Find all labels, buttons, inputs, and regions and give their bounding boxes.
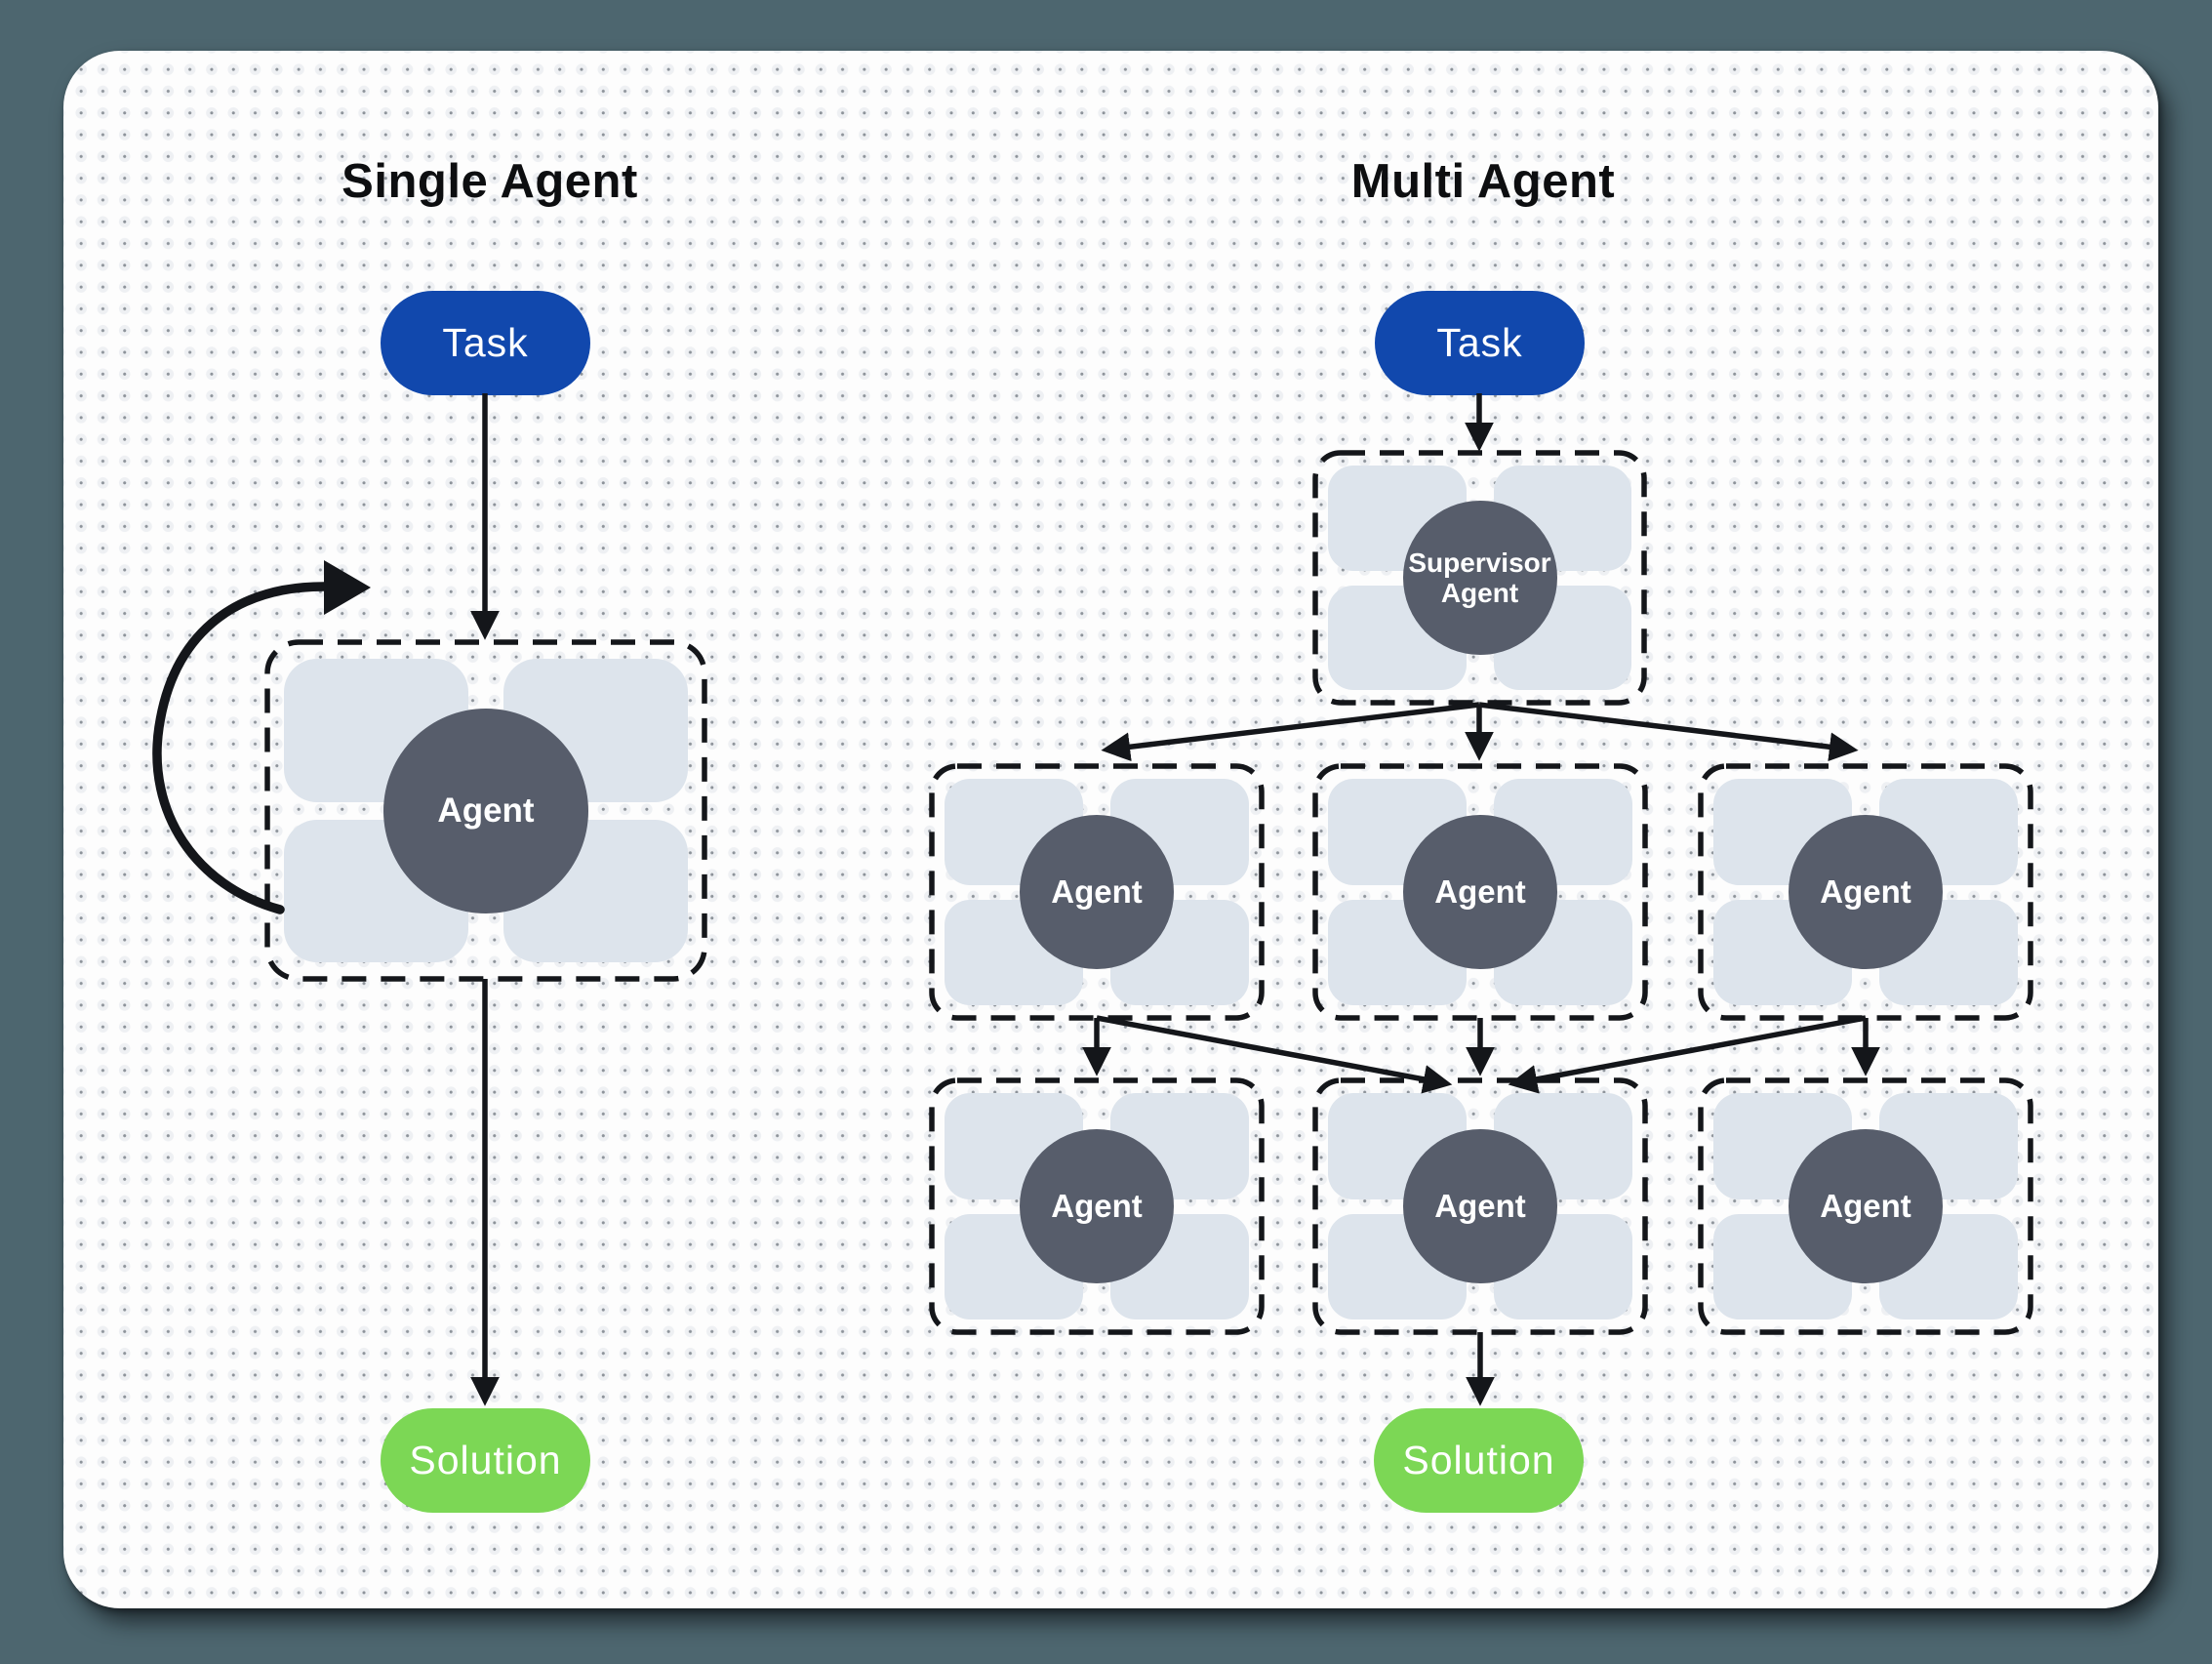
task-pill-single: Task	[381, 291, 590, 395]
agent-box-bottom-1: Agent	[932, 1080, 1262, 1332]
agent-circle: Agent	[1789, 1129, 1943, 1283]
agent-circle: Agent	[383, 708, 588, 913]
task-pill-multi: Task	[1375, 291, 1585, 395]
multi-agent-title: Multi Agent	[1350, 155, 1616, 208]
agent-box-mid-2: Agent	[1315, 766, 1645, 1018]
supervisor-agent-box: Supervisor Agent	[1315, 453, 1644, 703]
agent-box-bottom-3: Agent	[1701, 1080, 2031, 1332]
agent-circle: Agent	[1020, 815, 1174, 969]
agent-circle: Agent	[1403, 815, 1557, 969]
supervisor-label-line1: Supervisor	[1408, 547, 1551, 578]
agent-circle: Agent	[1789, 815, 1943, 969]
agent-box-single: Agent	[267, 642, 704, 979]
solution-pill-single: Solution	[381, 1408, 590, 1513]
solution-pill-multi: Solution	[1374, 1408, 1584, 1513]
agent-box-bottom-2: Agent	[1315, 1080, 1645, 1332]
supervisor-label-line2: Agent	[1440, 578, 1519, 608]
agent-circle: Agent	[1403, 1129, 1557, 1283]
supervisor-agent-circle: Supervisor Agent	[1402, 501, 1557, 655]
single-agent-title: Single Agent	[342, 155, 638, 208]
agent-circle: Agent	[1020, 1129, 1174, 1283]
agent-box-mid-1: Agent	[932, 766, 1262, 1018]
agent-box-mid-3: Agent	[1701, 766, 2031, 1018]
